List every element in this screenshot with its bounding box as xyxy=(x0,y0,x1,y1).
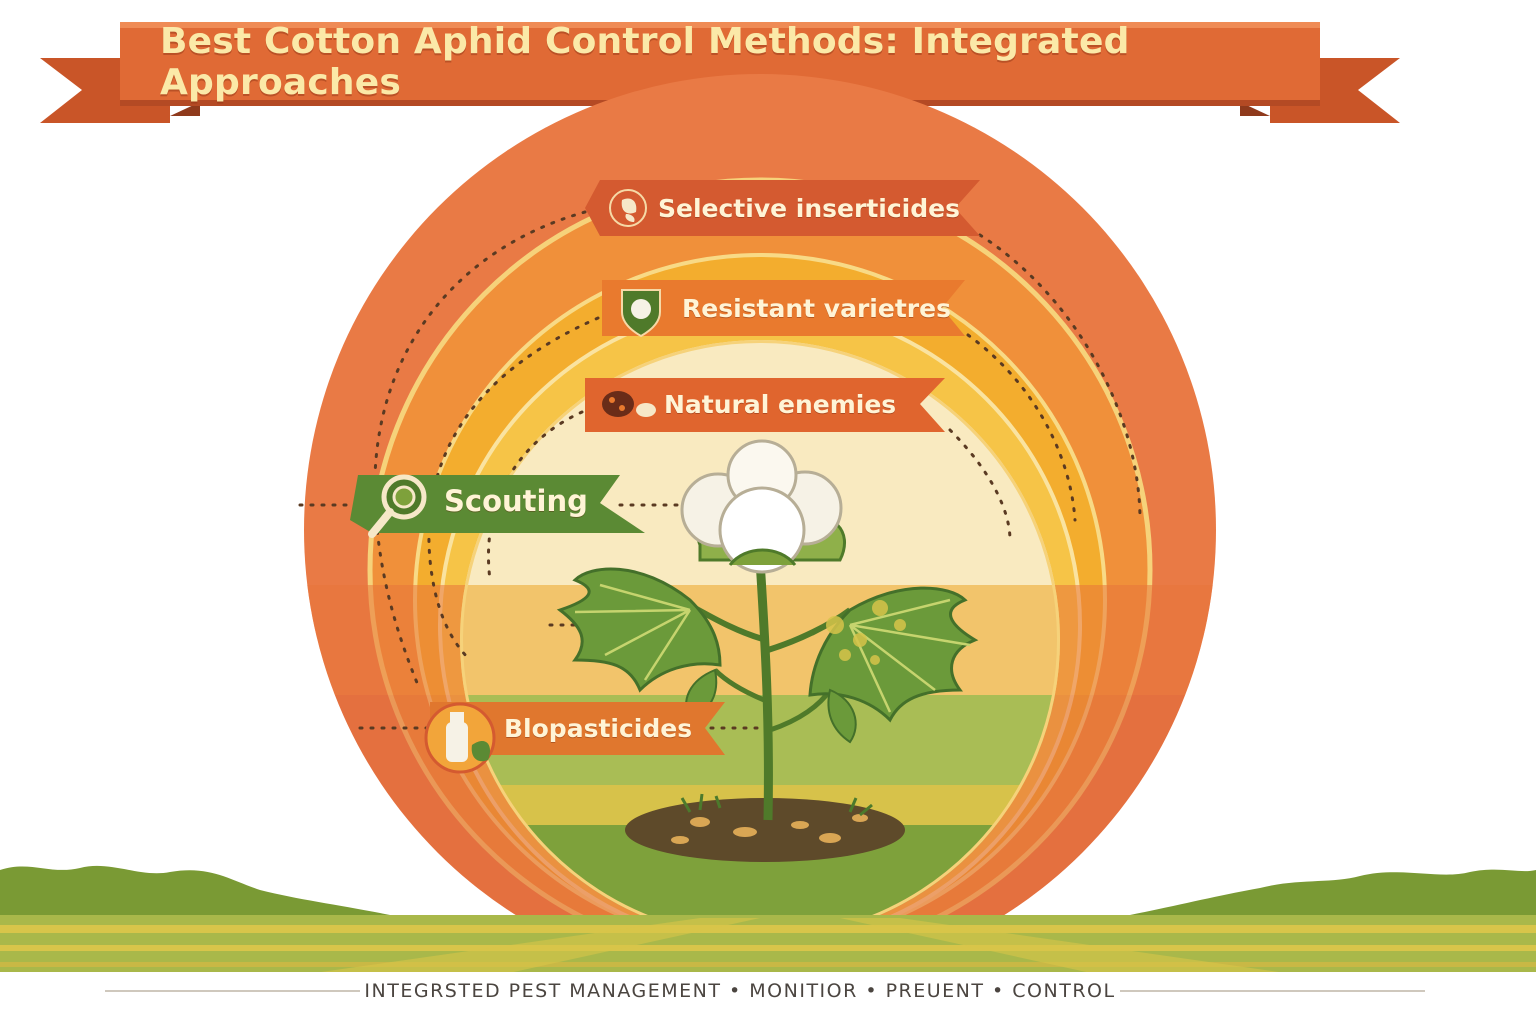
page-title: Best Cotton Aphid Control Methods: Integ… xyxy=(160,21,1130,103)
ribbon-resistant-varieties xyxy=(602,280,965,336)
label-selective-insecticides: Selective inserticides xyxy=(658,193,960,223)
label-natural-enemies: Natural enemies xyxy=(664,389,897,419)
cotton-boll xyxy=(680,439,847,574)
cotton-plant xyxy=(556,439,979,821)
ladybug-icon xyxy=(602,391,656,417)
label-scouting: Scouting xyxy=(444,484,588,518)
footer-tagline: INTEGRSTED PEST MANAGEMENT • MONITIOR • … xyxy=(360,976,1120,1006)
field-landscape xyxy=(0,865,1536,1024)
footer-rule-right xyxy=(1105,990,1425,992)
magnifier-icon xyxy=(368,474,427,538)
ribbon-natural-enemies xyxy=(585,378,945,432)
label-biopesticides: Blopasticides xyxy=(504,713,693,743)
footer-rule-left xyxy=(105,990,375,992)
label-resistant-varieties: Resistant varietres xyxy=(682,293,951,323)
aphid-spots xyxy=(826,600,906,665)
spray-bottle-leaf-icon xyxy=(424,702,496,774)
soil-mound xyxy=(625,798,905,862)
ribbon-biopesticides xyxy=(430,702,725,755)
right-leaf xyxy=(808,586,979,723)
left-leaf xyxy=(556,567,722,693)
dotted-guides xyxy=(298,210,1142,730)
ribbon-selective-insecticides xyxy=(585,180,980,236)
